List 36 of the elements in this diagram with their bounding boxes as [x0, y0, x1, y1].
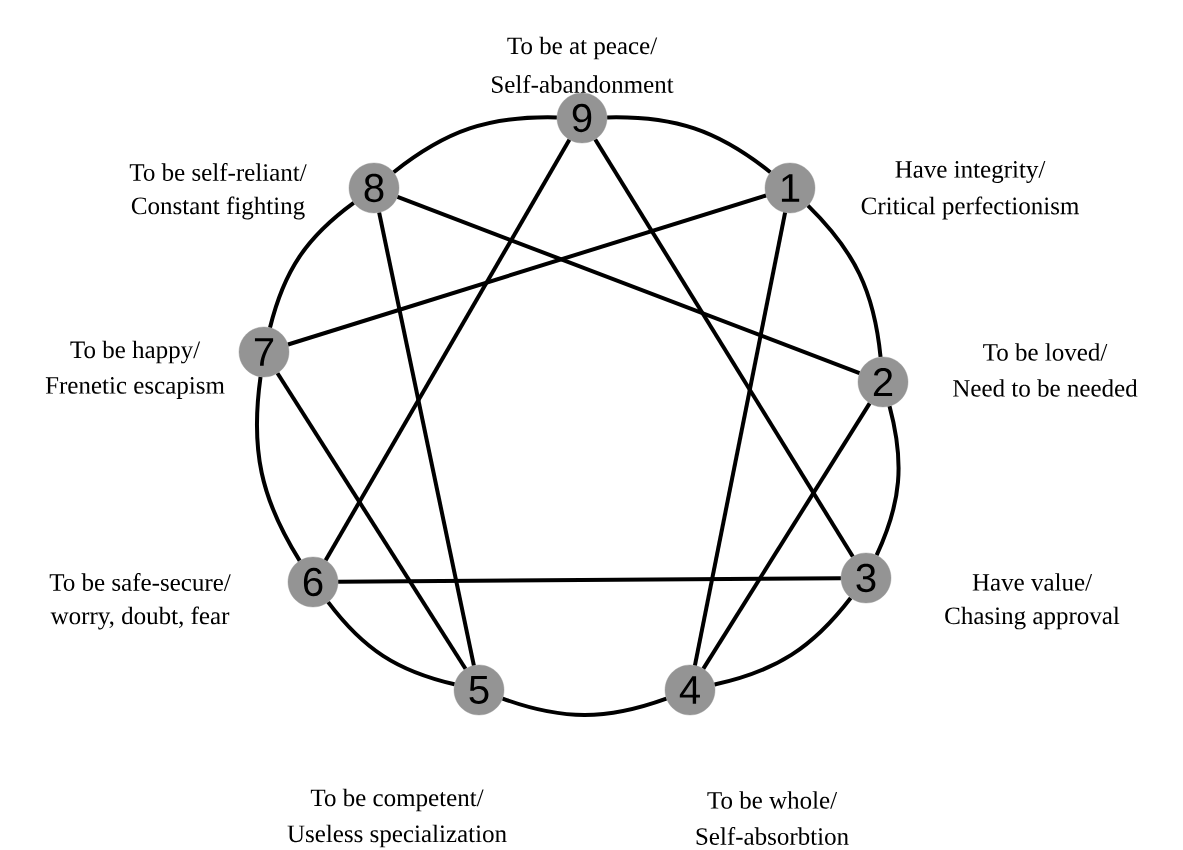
caption-text: Constant fighting [131, 196, 305, 220]
circle-arc [806, 204, 883, 358]
caption-text: Self-absorbtion [696, 827, 849, 845]
caption-text: Critical perfectionism [861, 196, 1079, 220]
chord-line [275, 372, 468, 670]
circle-arc [254, 376, 302, 562]
caption-text: To be safe-secure/ [49, 573, 231, 591]
caption-text: To be loved/ [983, 343, 1108, 361]
caption-text: To be whole/ [707, 791, 838, 809]
chord-line [287, 193, 767, 347]
chord-line [396, 195, 861, 375]
circle-arc [392, 115, 557, 174]
circle-arc [607, 115, 772, 174]
circle-arc [874, 405, 901, 556]
caption-text: To be at peace/ [507, 36, 658, 60]
caption-text: Chasing approval [945, 606, 1120, 630]
caption-text: To be happy/ [70, 340, 201, 364]
circle-arc [268, 201, 355, 329]
chord-line [593, 138, 855, 558]
caption-text: Frenetic escapism [45, 377, 225, 399]
chord-line [701, 402, 872, 670]
caption-text: Useless specialization [287, 824, 507, 848]
circle-arc [502, 696, 667, 717]
caption-text: To be self-reliant/ [129, 163, 307, 181]
circle-arc [326, 600, 455, 687]
caption-text: Have value/ [972, 573, 1093, 591]
chord-line [338, 576, 841, 584]
caption-text: Self-abandonment [492, 75, 674, 93]
caption-text: To be competent/ [310, 788, 484, 812]
caption-text: Need to be needed [953, 379, 1138, 397]
chord-line [377, 212, 476, 666]
caption-text: worry, doubt, fear [50, 606, 230, 630]
chord-line [692, 212, 788, 666]
chord-line [323, 138, 572, 562]
circle-arc [714, 596, 853, 687]
caption-text: Have integrity/ [895, 161, 1046, 183]
